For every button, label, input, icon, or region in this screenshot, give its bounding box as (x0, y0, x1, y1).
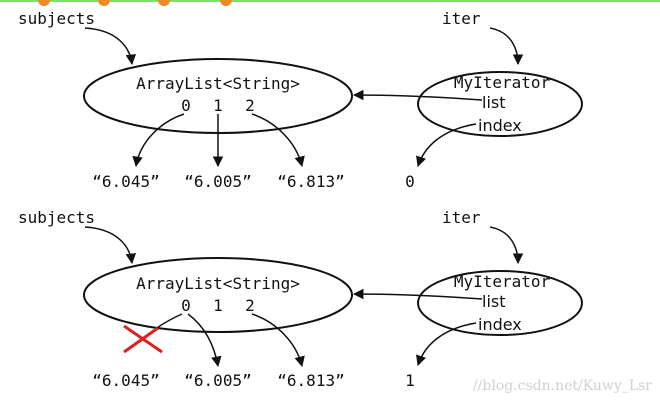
decor-dot (220, 0, 232, 6)
decor-dot (98, 0, 110, 6)
subjects-arrow (84, 27, 137, 66)
iterator-field-index: index (478, 116, 522, 135)
iterator-field-index: index (478, 315, 522, 334)
decor-dot (38, 0, 50, 6)
index-1: 1 (213, 296, 223, 315)
watermark: //blog.csdn.net/Kuwy_Lsr (472, 378, 652, 394)
arraylist-title: ArrayList<String> (136, 274, 300, 293)
diagram-before-remove: subjects iter ArrayList<String> 0 1 2 My… (18, 9, 583, 191)
iterator-title: MyIterator (454, 73, 551, 92)
arraylist-title: ArrayList<String> (136, 74, 300, 93)
value-1: “6.005” (184, 172, 251, 191)
element-2-arrow (251, 313, 305, 368)
element-2-arrow (251, 113, 305, 168)
index-0: 0 (181, 296, 191, 315)
index-value: 0 (405, 172, 415, 191)
index-0: 0 (181, 96, 191, 115)
element-0-arrow (132, 113, 185, 168)
removed-cross-icon (123, 324, 163, 354)
index-pointer-arrow (416, 322, 477, 366)
subjects-arrow (84, 226, 137, 265)
iterator-ellipse (417, 71, 583, 137)
index-value: 1 (405, 371, 415, 390)
iter-label: iter (442, 208, 481, 227)
subjects-label: subjects (18, 9, 95, 28)
value-2: “6.813” (277, 172, 344, 191)
subjects-label: subjects (18, 208, 95, 227)
iterator-field-list: list (482, 292, 506, 311)
iter-arrow (489, 226, 524, 265)
iter-arrow (489, 27, 524, 66)
arraylist-ellipse (83, 257, 353, 333)
list-pointer-arrow (352, 288, 483, 300)
decor-dot (158, 0, 170, 6)
index-1: 1 (213, 96, 223, 115)
iterator-ellipse (417, 270, 583, 336)
diagram-after-remove: subjects iter ArrayList<String> 0 1 2 My… (18, 208, 583, 390)
index-2: 2 (245, 96, 255, 115)
top-border (0, 0, 660, 2)
iterator-field-list: list (482, 93, 506, 112)
value-0: “6.045” (92, 172, 159, 191)
iterator-title: MyIterator (454, 272, 551, 291)
index-2: 2 (245, 296, 255, 315)
value-2: “6.813” (277, 371, 344, 390)
list-pointer-arrow (352, 89, 483, 101)
index-pointer-arrow (416, 123, 477, 167)
value-0: “6.045” (92, 371, 159, 390)
value-1: “6.005” (184, 371, 251, 390)
iter-label: iter (442, 9, 481, 28)
element-1-arrow (187, 313, 222, 368)
